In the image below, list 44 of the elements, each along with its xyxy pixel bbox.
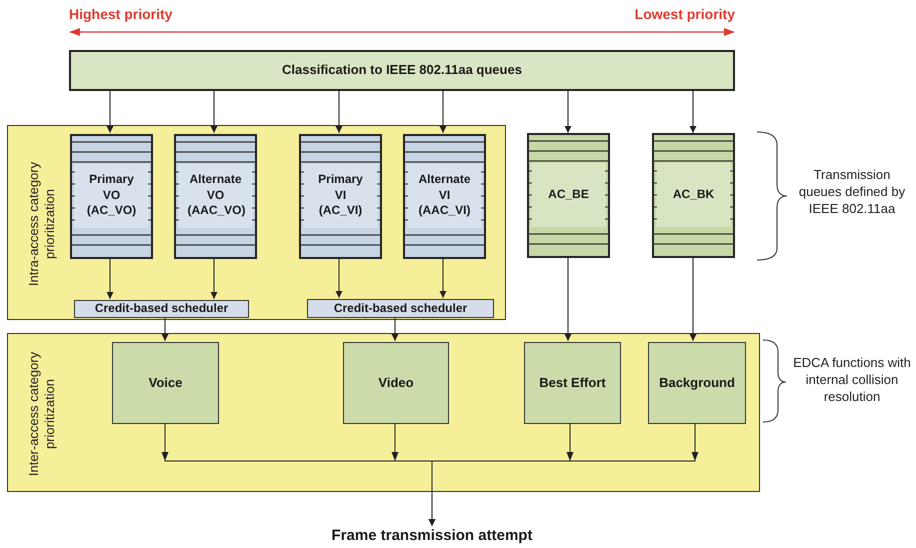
classification-box	[69, 50, 735, 91]
priority-label: Lowest priority	[634, 5, 735, 24]
arrow	[428, 422, 696, 526]
arrow	[690, 90, 696, 134]
arrow	[106, 258, 114, 300]
priority-label: Highest priority	[69, 5, 174, 24]
arrow	[210, 258, 218, 300]
queue-label: AC_BE	[547, 186, 590, 202]
arrow	[440, 90, 446, 134]
panel-title: Inter-access category prioritization	[26, 350, 58, 478]
arrow	[564, 90, 572, 134]
scheduler-box	[307, 299, 494, 318]
box-label: Classification to IEEE 802.11aa queues	[282, 62, 522, 79]
queue-label: Primary VO (AC_VO)	[86, 172, 138, 219]
queue-label: Alternate VI (AAC_VI)	[417, 172, 472, 219]
queue-label: AC_BK	[672, 186, 716, 202]
arrow	[210, 90, 218, 134]
annotation-text: Transmission queues defined by IEEE 802.11aa	[798, 167, 906, 218]
arrow	[564, 258, 572, 342]
function-box	[524, 342, 621, 424]
box-label: Frame transmission attempt	[332, 526, 532, 546]
arrow	[336, 258, 342, 298]
box-label: Video	[378, 374, 414, 392]
queue-label: Alternate VO (AAC_VO)	[186, 172, 247, 219]
annotation-text: EDCA functions with internal collision resolution	[792, 355, 912, 406]
arrow	[336, 90, 342, 134]
box-label: Credit-based scheduler	[94, 301, 228, 317]
box-label: Credit-based scheduler	[334, 300, 468, 316]
arrow	[162, 316, 168, 342]
scheduler-box	[74, 300, 249, 318]
function-box	[343, 342, 449, 424]
arrow	[690, 258, 696, 342]
box-label: Voice	[148, 374, 182, 392]
function-box	[112, 342, 219, 424]
box-label: Background	[659, 374, 735, 392]
queue-label: Primary VI (AC_VI)	[317, 172, 364, 219]
arrow	[392, 316, 398, 342]
arrow	[106, 90, 114, 134]
function-box	[648, 342, 746, 424]
group-panel	[7, 333, 760, 492]
arrow	[440, 258, 446, 298]
box-label: Best Effort	[539, 374, 606, 392]
panel-title: Intra-access category prioritization	[26, 160, 58, 288]
group-panel	[7, 125, 506, 320]
